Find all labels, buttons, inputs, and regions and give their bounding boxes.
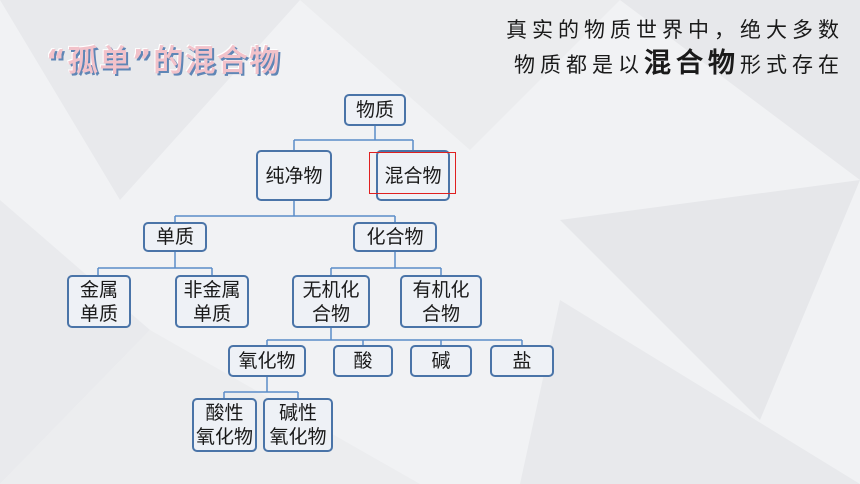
node-compound: 化合物	[353, 222, 437, 252]
subtitle-emphasis: 混合物	[644, 48, 740, 79]
subtitle-pre: 物质都是以	[514, 53, 644, 77]
node-substance: 物质	[344, 94, 406, 126]
subtitle-post: 形式存在	[740, 53, 844, 77]
node-base: 碱	[410, 345, 472, 377]
node-inorganic-compound: 无机化合物	[292, 275, 370, 328]
node-acidic-oxide: 酸性氧化物	[192, 398, 257, 452]
node-basic-oxide: 碱性氧化物	[263, 398, 333, 452]
page-title: “孤单”的混合物	[46, 44, 282, 79]
node-mixture: 混合物	[376, 150, 450, 201]
subtitle-line-1: 真实的物质世界中，绝大多数	[506, 18, 844, 42]
node-nonmetal-element: 非金属单质	[175, 275, 249, 328]
node-oxide: 氧化物	[228, 345, 306, 377]
node-metal-element: 金属单质	[67, 275, 131, 328]
node-salt: 盐	[490, 345, 554, 377]
node-pure-substance: 纯净物	[256, 150, 332, 201]
node-element: 单质	[143, 222, 207, 252]
node-acid: 酸	[333, 345, 393, 377]
mixture-highlight-box	[369, 152, 456, 194]
subtitle-line-2: 物质都是以混合物形式存在	[506, 47, 844, 82]
subtitle: 真实的物质世界中，绝大多数 物质都是以混合物形式存在	[506, 14, 844, 82]
node-organic-compound: 有机化合物	[400, 275, 482, 328]
